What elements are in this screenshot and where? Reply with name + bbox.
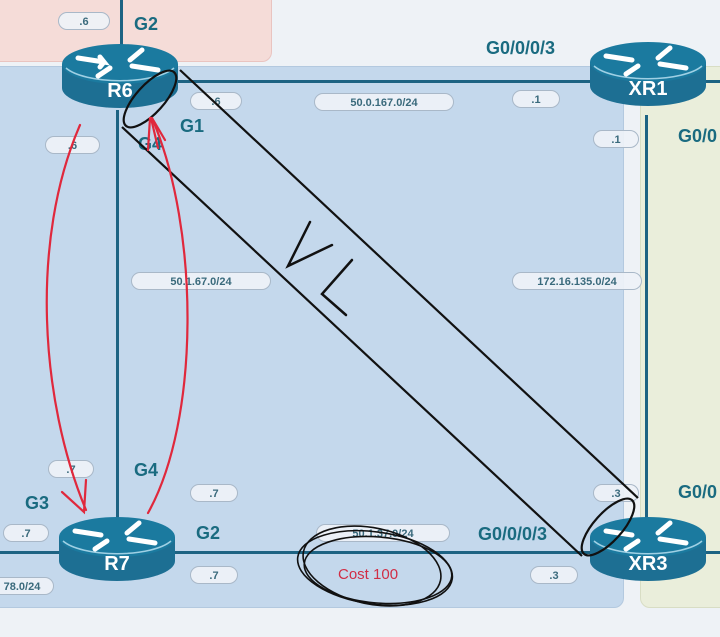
router-label: R6: [107, 80, 133, 102]
iface-r7-g3: G3: [25, 493, 50, 513]
link-r7-xr3: [175, 551, 595, 554]
iface-r6-g1: G1: [180, 116, 205, 136]
router-r7[interactable]: R7: [57, 515, 177, 585]
iface-r6-g2: G2: [134, 14, 159, 34]
iface-xr1-right: G0/0: [678, 126, 718, 146]
subnet-r7-left: 78.0/24: [0, 577, 54, 595]
iface-r7-g2: G2: [196, 523, 221, 543]
link-xr1-right: [705, 80, 720, 83]
link-xr3-right: [705, 551, 720, 554]
router-xr3[interactable]: XR3: [588, 515, 708, 585]
router-label: XR1: [628, 78, 668, 100]
router-xr1[interactable]: XR1: [588, 40, 708, 110]
octet-r6-top: .6: [58, 12, 110, 30]
iface-r7-g4: G4: [134, 460, 159, 480]
octet-r7-g4: .7: [190, 484, 238, 502]
octet-r7-left-upper: .7: [48, 460, 94, 478]
octet-r7-g2: .7: [190, 566, 238, 584]
iface-xr1-g0003: G0/0/0/3: [486, 38, 556, 58]
router-label: R7: [104, 553, 130, 575]
octet-r7-left-lower: .7: [3, 524, 49, 542]
link-xr1-xr3: [645, 115, 648, 525]
link-r6-r7: [116, 110, 119, 520]
octet-xr1-down: .1: [593, 130, 639, 148]
subnet-r6-r7: 50.1.67.0/24: [131, 272, 271, 290]
iface-xr3-g0003: G0/0/0/3: [478, 524, 548, 544]
octet-r6-g1: .6: [190, 92, 242, 110]
subnet-r6-xr1: 50.0.167.0/24: [314, 93, 454, 111]
iface-r6-g4: G4: [138, 134, 163, 154]
link-r6-xr1: [178, 80, 598, 83]
octet-xr1-g0003: .1: [512, 90, 560, 108]
subnet-r7-xr3: 50.1.37.0/24: [316, 524, 450, 542]
subnet-xr1-xr3: 172.16.135.0/24: [512, 272, 642, 290]
octet-xr3-up: .3: [593, 484, 639, 502]
iface-xr3-right: G0/0: [678, 482, 718, 502]
cost-label: Cost 100: [338, 566, 399, 583]
link-r6-up: [120, 0, 123, 60]
octet-r6-left: .6: [45, 136, 100, 154]
router-r6[interactable]: R6: [60, 42, 180, 112]
octet-xr3-g0003: .3: [530, 566, 578, 584]
link-r7-left: [0, 551, 60, 554]
router-label: XR3: [628, 553, 668, 575]
